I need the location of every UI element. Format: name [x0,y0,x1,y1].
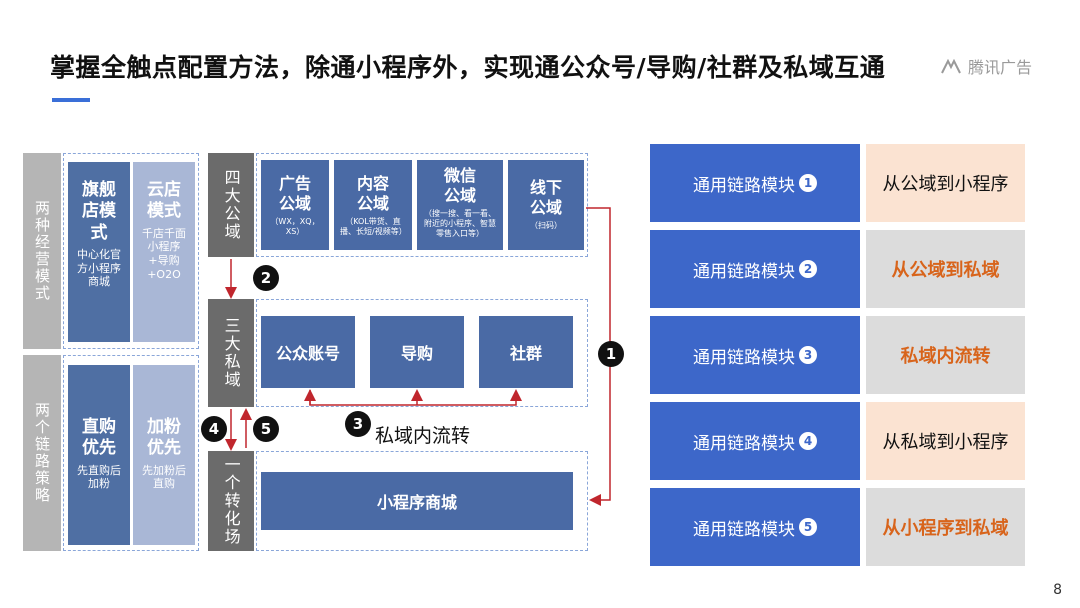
public-card-desc: （KOL带货、直播、长短/视频等） [340,217,407,236]
module-label: 通用链路模块 [693,347,795,368]
public-card-title: 广告公域 [278,174,311,213]
private-flow-label: 私域内流转 [375,425,471,447]
mode-desc: 中心化官方小程序商城 [77,247,121,289]
module-1-desc: 从公域到小程序 [866,144,1025,222]
module-label: 通用链路模块 [693,433,795,454]
module-number: 4 [799,432,817,450]
private-domain-label: 三大私域 [208,299,254,407]
badge-3: 3 [345,411,371,437]
brand-name: 腾讯广告 [968,58,1033,77]
conversion-label: 一个转化场 [208,451,254,551]
mode-card-cloud: 云店模式 千店千面小程序+导购+O2O [133,162,195,342]
mode-title: 云店模式 [147,180,181,222]
public-domain-label: 四大公域 [208,153,254,257]
page-title: 掌握全触点配置方法，除通小程序外，实现通公众号/导购/社群及私域互通 [50,53,886,82]
public-card-content: 内容公域 （KOL带货、直播、长短/视频等） [334,160,412,250]
brand-mark-icon [940,58,962,79]
strategies-group [63,355,199,551]
module-5-desc: 从小程序到私域 [866,488,1025,566]
module-label: 通用链路模块 [693,519,795,540]
badge-4: 4 [201,416,227,442]
public-card-wechat: 微信公域 （搜一搜、看一看、附近的小程序、智慧零售入口等） [417,160,503,250]
conversion-group [256,451,588,551]
module-number: 3 [799,346,817,364]
strategy-desc: 先加粉后直购 [142,463,186,491]
brand-logo: 腾讯广告 [940,54,1032,79]
mini-program-mall: 小程序商城 [261,472,573,530]
module-2-desc: 从公域到私域 [866,230,1025,308]
modes-label: 两种经营模式 [23,153,61,349]
public-card-title: 内容公域 [356,174,389,213]
strategies-label: 两个链路策略 [23,355,61,551]
public-card-desc: （搜一搜、看一看、附近的小程序、智慧零售入口等） [424,209,496,238]
public-card-offline: 线下公域 （扫码） [508,160,584,250]
private-domain-group [256,299,588,407]
public-card-title: 线下公域 [529,178,562,217]
badge-5: 5 [253,416,279,442]
strategy-card-direct: 直购优先 先直购后加粉 [68,365,130,545]
private-card-guide: 导购 [370,316,464,388]
arrow-private-loop [309,389,522,406]
strategy-title: 加粉优先 [147,417,181,459]
public-card-desc: （WX，XQ，XS） [270,217,320,236]
public-card-desc: （扫码） [530,221,562,230]
mode-card-flagship: 旗舰店模式 中心化官方小程序商城 [68,162,130,342]
mode-desc: 千店千面小程序+导购+O2O [142,226,186,281]
private-card-community: 社群 [479,316,573,388]
module-4-desc: 从私域到小程序 [866,402,1025,480]
module-number: 1 [799,174,817,192]
strategy-title: 直购优先 [82,417,116,459]
module-number: 2 [799,260,817,278]
module-number: 5 [799,518,817,536]
page-number: 8 [1053,582,1062,598]
strategy-desc: 先直购后加粉 [77,463,121,491]
private-card-official-account: 公众账号 [261,316,355,388]
module-label: 通用链路模块 [693,175,795,196]
public-card-ad: 广告公域 （WX，XQ，XS） [261,160,329,250]
strategy-card-fans: 加粉优先 先加粉后直购 [133,365,195,545]
mode-title: 旗舰店模式 [82,180,116,243]
module-3-desc: 私域内流转 [866,316,1025,394]
public-card-title: 微信公域 [443,166,476,205]
public-domain-group [256,153,588,257]
module-label: 通用链路模块 [693,261,795,282]
title-underline [52,98,90,102]
badge-2: 2 [253,265,279,291]
badge-1: 1 [598,341,624,367]
modes-group [63,153,199,349]
